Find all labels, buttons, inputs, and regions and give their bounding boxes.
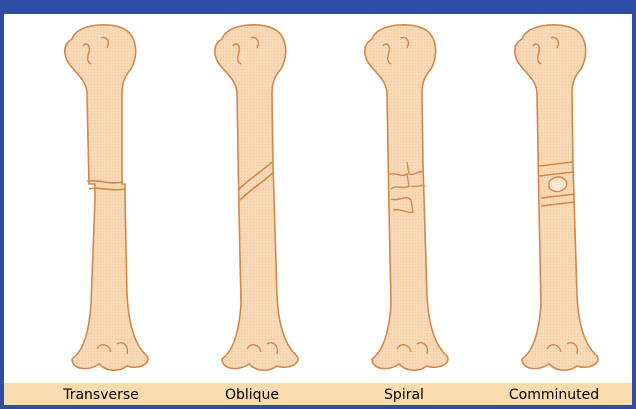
bone-spiral <box>327 14 477 381</box>
bone-comminuted <box>477 14 627 381</box>
label-spiral: Spiral <box>334 386 474 404</box>
label-comminuted: Comminuted <box>484 386 624 404</box>
label-transverse: Transverse <box>31 386 171 404</box>
bone-oblique <box>177 14 327 381</box>
label-oblique: Oblique <box>182 386 322 404</box>
label-bar: Transverse Oblique Spiral Comminuted <box>4 383 632 405</box>
bone-transverse <box>27 14 177 381</box>
fracture-types-figure <box>4 14 632 381</box>
